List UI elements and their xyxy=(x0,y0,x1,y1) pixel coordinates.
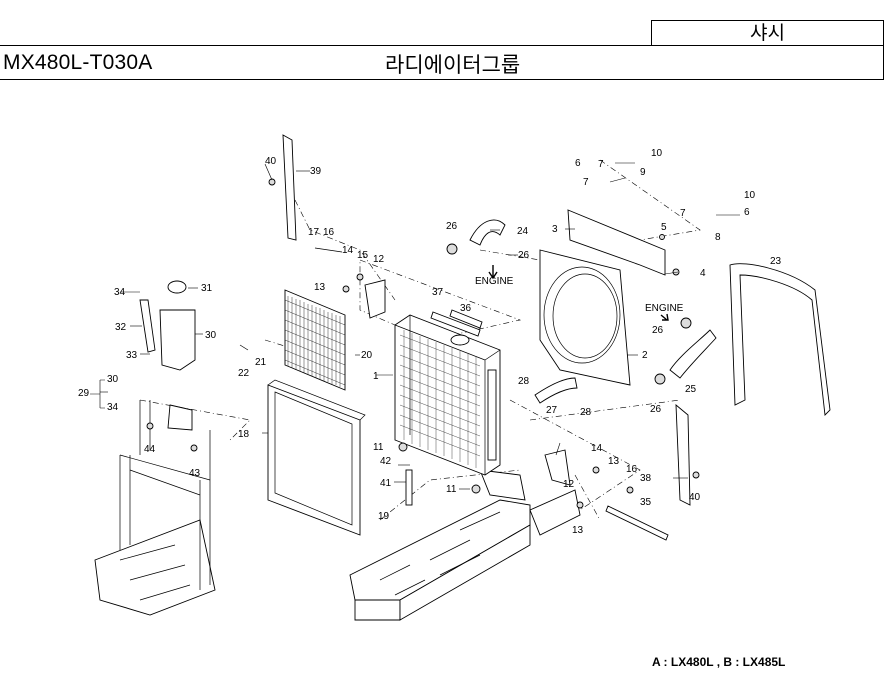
callout-20: 20 xyxy=(361,350,373,361)
callout-27: 27 xyxy=(546,405,558,416)
callout-13: 13 xyxy=(314,282,326,293)
callout-13c: 13 xyxy=(608,456,620,467)
callout-22: 22 xyxy=(238,368,250,379)
callout-30: 30 xyxy=(205,330,217,341)
callout-32: 32 xyxy=(115,322,127,333)
fasteners xyxy=(146,178,700,509)
callout-42: 42 xyxy=(380,456,392,467)
part-30-tank xyxy=(139,280,196,371)
callout-8: 8 xyxy=(715,232,721,243)
part-23-seal xyxy=(729,263,831,416)
callout-10b: 10 xyxy=(744,190,756,201)
part-3-plate xyxy=(567,209,666,276)
callout-26: 26 xyxy=(446,221,458,232)
callout-9: 9 xyxy=(640,167,646,178)
variant-note: A : LX480L , B : LX485L xyxy=(652,655,786,669)
callout-35: 35 xyxy=(640,497,652,508)
callout-40: 40 xyxy=(265,156,277,167)
callout-2: 2 xyxy=(642,350,648,361)
callout-43: 43 xyxy=(189,468,201,479)
header-divider-top xyxy=(0,45,884,46)
callout-23: 23 xyxy=(770,256,782,267)
brackets xyxy=(167,134,691,541)
callout-21: 21 xyxy=(255,357,267,368)
callout-7: 7 xyxy=(583,177,589,188)
callout-38: 38 xyxy=(640,473,652,484)
callout-30a: 30 xyxy=(107,374,119,385)
chassis-frame xyxy=(349,469,581,621)
callout-12b: 12 xyxy=(563,479,575,490)
callout-18: 18 xyxy=(238,429,250,440)
engine-label-1: ENGINE xyxy=(475,276,514,287)
hoses xyxy=(469,219,717,404)
callout-14b: 14 xyxy=(591,443,603,454)
callout-6b: 6 xyxy=(744,207,750,218)
callout-44: 44 xyxy=(144,444,156,455)
callout-24: 24 xyxy=(517,226,529,237)
part-20-screen xyxy=(284,289,346,391)
header-divider-bottom xyxy=(0,79,884,80)
callout-15: 15 xyxy=(357,250,369,261)
callout-28: 28 xyxy=(518,376,530,387)
category-label: 샤시 xyxy=(750,22,785,44)
callout-25: 25 xyxy=(685,384,697,395)
engine-label-2: ENGINE xyxy=(645,303,684,314)
header-border-right xyxy=(883,20,884,80)
group-title: 라디에이터그룹 xyxy=(385,53,521,77)
leader-lines xyxy=(100,162,740,490)
callout-41: 41 xyxy=(380,478,392,489)
callout-37: 37 xyxy=(432,287,444,298)
part-1-radiator xyxy=(394,314,501,476)
callout-5: 5 xyxy=(661,222,667,233)
callout-4: 4 xyxy=(700,268,706,279)
callout-34: 34 xyxy=(114,287,126,298)
part-2-shroud xyxy=(539,249,631,386)
callout-26d: 26 xyxy=(650,404,662,415)
callout-16: 16 xyxy=(323,227,335,238)
callout-28b: 28 xyxy=(580,407,592,418)
callout-26c: 26 xyxy=(652,325,664,336)
callout-40b: 40 xyxy=(689,492,701,503)
callout-labels: 1 2 3 4 5 6 7 8 9 10 11 12 13 14 15 16 1… xyxy=(78,148,782,536)
callout-1: 1 xyxy=(373,371,379,382)
callout-7c: 7 xyxy=(680,208,686,219)
left-support-frame xyxy=(94,400,216,616)
callout-19: 19 xyxy=(378,511,390,522)
callout-16b: 16 xyxy=(626,464,638,475)
callout-10: 10 xyxy=(651,148,663,159)
callout-31: 31 xyxy=(201,283,213,294)
model-code: MX480L-T030A xyxy=(3,51,153,74)
callout-29: 29 xyxy=(78,388,90,399)
part-18-frame xyxy=(267,379,366,536)
engine-arrows: ENGINE ENGINE xyxy=(475,265,684,321)
callout-33: 33 xyxy=(126,350,138,361)
callout-11b: 11 xyxy=(446,484,457,495)
callout-36: 36 xyxy=(460,303,472,314)
callout-14: 14 xyxy=(342,245,354,256)
callout-11: 11 xyxy=(373,442,384,453)
callout-13b: 13 xyxy=(572,525,584,536)
callout-12: 12 xyxy=(373,254,385,265)
callout-26b: 26 xyxy=(518,250,530,261)
callout-3: 3 xyxy=(552,224,558,235)
callout-7b: 7 xyxy=(598,159,604,170)
callout-34a: 34 xyxy=(107,402,119,413)
callout-6: 6 xyxy=(575,158,581,169)
callout-17: 17 xyxy=(308,227,320,238)
callout-39: 39 xyxy=(310,166,322,177)
